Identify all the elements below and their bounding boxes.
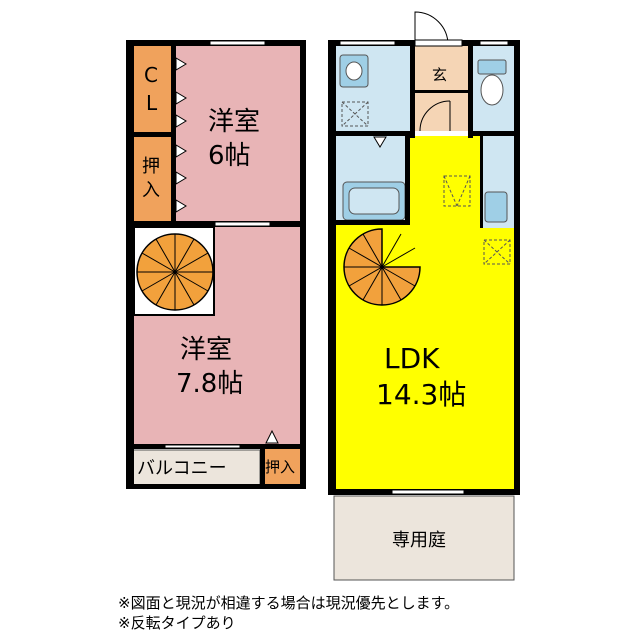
fridge-space-icon — [443, 175, 471, 207]
washer-space-icon — [341, 101, 369, 127]
oshiire-upper-label-2: 入 — [142, 180, 160, 201]
garden-fill — [333, 495, 515, 581]
garden-label: 専用庭 — [392, 530, 446, 551]
entrance-door-icon[interactable] — [414, 11, 463, 47]
cl-label-l: L — [146, 91, 158, 115]
bath-door-marks — [373, 136, 387, 148]
toilet-icon — [477, 59, 507, 106]
interior-door-arcs — [419, 100, 451, 132]
entrance-label: 玄 — [432, 66, 447, 84]
cl-label-c: C — [144, 63, 158, 87]
ldk-name: LDK — [384, 342, 440, 375]
bathtub-icon — [342, 181, 406, 221]
closet-door-marks — [175, 57, 279, 444]
second-floor-windows — [164, 40, 271, 449]
western-room-78-size: 7.8帖 — [176, 369, 243, 399]
oshiire-closet-upper — [134, 136, 175, 221]
appliance-space-icon — [483, 239, 511, 265]
upper-spiral-stair-icon — [136, 233, 214, 311]
ldk-size: 14.3帖 — [376, 378, 466, 411]
western-room-6-size: 6帖 — [208, 141, 251, 171]
balcony-label: バルコニー — [137, 458, 227, 479]
western-room-6-fill — [175, 45, 300, 221]
note-line-2: ※反転タイプあり — [118, 614, 236, 632]
western-room-78-name: 洋室 — [180, 335, 232, 365]
note-line-1: ※図面と現況が相違する場合は現況優先とします。 — [118, 594, 460, 612]
lower-spiral-stair-icon — [343, 228, 421, 306]
cl-closet — [134, 45, 175, 132]
sink-icon — [484, 191, 508, 223]
oshiire-lower-label: 押入 — [265, 458, 295, 476]
western-room-6-name: 洋室 — [208, 107, 260, 137]
oshiire-closet-lower — [264, 448, 300, 485]
washbasin-icon — [339, 54, 369, 88]
first-floor-windows — [339, 40, 509, 495]
oshiire-upper-label-1: 押 — [142, 156, 160, 177]
ldk-fill — [410, 136, 482, 236]
